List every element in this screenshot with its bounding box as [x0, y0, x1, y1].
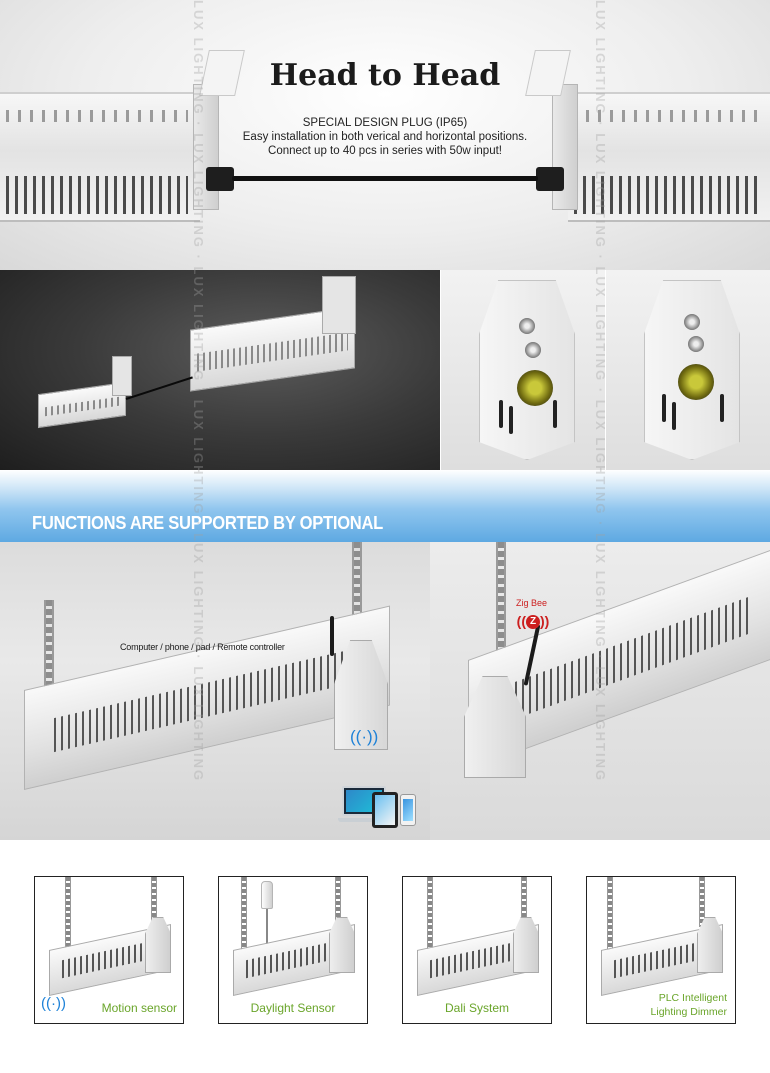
sensor-label-line-2: Lighting Dimmer: [650, 1006, 727, 1018]
sensor-panel-motion: ((·)) Motion sensor: [34, 876, 184, 1024]
sensor-label-line-1: PLC Intelligent: [658, 992, 727, 1004]
hanging-chain: [352, 542, 362, 642]
zigbee-icon: ((Z)): [516, 613, 550, 630]
zigbee-label: Zig Bee: [516, 598, 548, 608]
subtitle-line-2: Easy installation in both verical and ho…: [242, 131, 528, 143]
subtitle-line-1: SPECIAL DESIGN PLUG (IP65): [302, 117, 468, 129]
sensor-panel-plc: PLC Intelligent Lighting Dimmer: [586, 876, 736, 1024]
plug-left-icon: [206, 167, 234, 191]
sensor-label: Motion sensor: [101, 1001, 177, 1015]
bracket-photo-small: [112, 356, 132, 396]
bracket-photo-large: [322, 276, 356, 334]
fixture-right: [568, 92, 770, 222]
sensor-label: Dali System: [444, 1001, 509, 1015]
end-plate: [479, 280, 575, 460]
tablet-icon: [372, 792, 398, 828]
motion-signal-icon: ((·)): [41, 995, 66, 1012]
bolt-icon: [519, 318, 535, 334]
ip65-connector-icon: [517, 370, 553, 406]
control-devices-label: Computer / phone / pad / Remote controll…: [120, 642, 285, 652]
control-devices: [338, 780, 418, 836]
watermark: LUX LIGHTING · LUX LIGHTING · LUX LIGHTI…: [593, 0, 608, 783]
daylight-sensor-icon: [261, 881, 273, 909]
sensor-panel-daylight: Daylight Sensor: [218, 876, 368, 1024]
plug-right-icon: [536, 167, 564, 191]
watermark: LUX LIGHTING · LUX LIGHTING · LUX LIGHTI…: [191, 0, 206, 783]
functions-banner: [0, 470, 770, 542]
section-title: Head to Head: [269, 58, 501, 93]
bolt-icon: [684, 314, 700, 330]
hanging-chain: [44, 600, 54, 730]
bolt-icon: [525, 342, 541, 358]
fixture-left: [0, 92, 200, 222]
plug-closeup-photo-1: [440, 270, 605, 470]
banner-title: FUNCTIONS ARE SUPPORTED BY OPTIONAL: [32, 513, 384, 533]
bolt-icon: [688, 336, 704, 352]
connection-cable: [232, 176, 538, 181]
antenna-icon: [330, 616, 334, 656]
wireless-signal-icon: ((·)): [350, 727, 379, 746]
ip65-connector-icon: [678, 364, 714, 400]
hanging-chain: [496, 542, 506, 678]
plug-closeup-photo-2: [605, 270, 770, 470]
sensor-label: Daylight Sensor: [250, 1001, 336, 1015]
subtitle-line-3: Connect up to 40 pcs in series with 50w …: [268, 145, 502, 157]
sensor-panel-dali: Dali System: [402, 876, 552, 1024]
phone-icon: [400, 794, 416, 826]
